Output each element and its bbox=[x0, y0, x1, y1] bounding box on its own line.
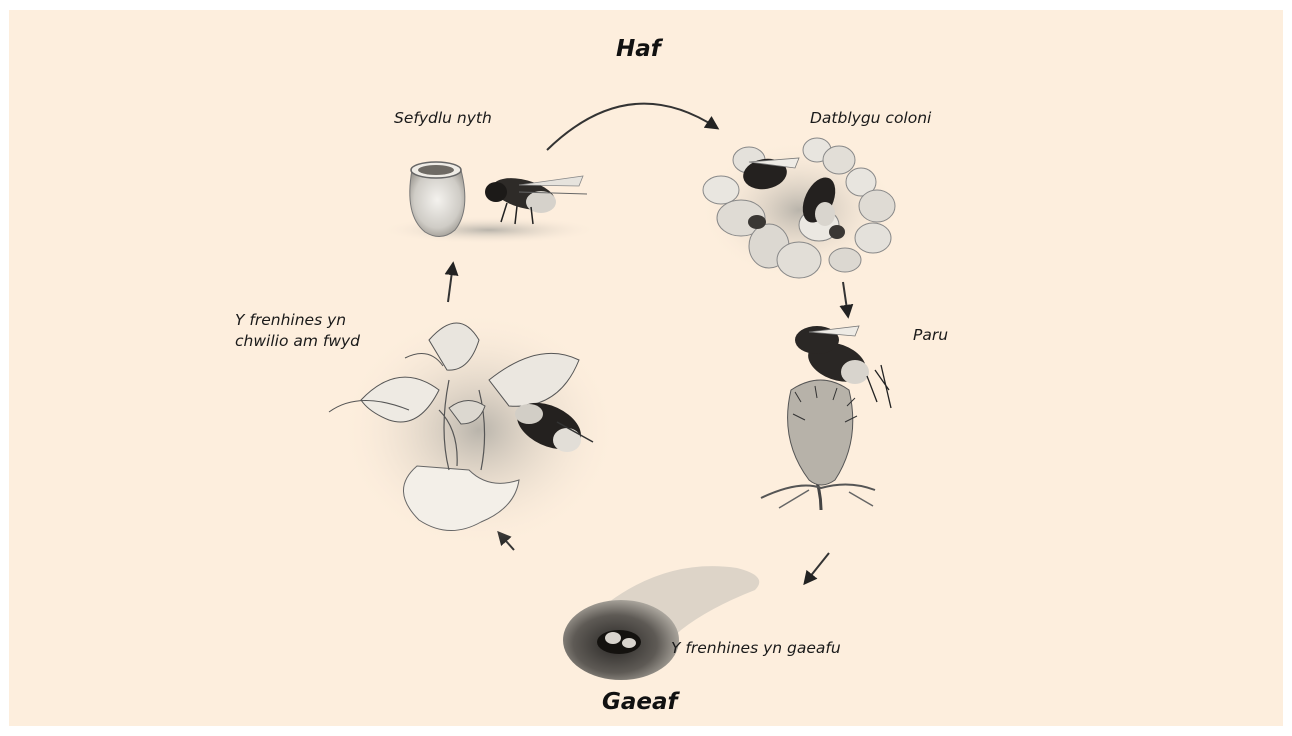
queen-in-burrow-icon bbox=[563, 566, 759, 680]
season-winter-label: Gaeaf bbox=[602, 689, 678, 715]
lifecycle-illustrations bbox=[9, 10, 1283, 726]
stage-label-forage: Y frenhines yn chwilio am fwyd bbox=[235, 310, 360, 352]
season-summer-label: Haf bbox=[616, 36, 661, 62]
arrow-mating-to-hibernate bbox=[805, 553, 829, 583]
brood-cells-with-bees-icon bbox=[699, 138, 899, 280]
stage-label-colony: Datblygu coloni bbox=[810, 108, 931, 129]
stage-label-mating: Paru bbox=[913, 325, 948, 346]
stage-label-forage-line2: chwilio am fwyd bbox=[235, 331, 360, 352]
arrow-forage-to-nest bbox=[448, 264, 453, 302]
stage-label-nest: Sefydlu nyth bbox=[394, 108, 492, 129]
queen-bee-on-plant-icon bbox=[329, 310, 619, 550]
wax-pot-and-queen-bee-icon bbox=[379, 162, 599, 244]
arrow-nest-to-colony bbox=[547, 104, 717, 150]
stage-label-hibernate: Y frenhines yn gaeafu bbox=[671, 638, 841, 659]
lifecycle-diagram-panel: Haf Gaeaf Sefydlu nyth Datblygu coloni P… bbox=[9, 10, 1283, 726]
stage-label-forage-line1: Y frenhines yn bbox=[235, 310, 360, 331]
arrow-colony-to-mating bbox=[843, 282, 848, 316]
bees-on-thistle-icon bbox=[761, 326, 891, 510]
